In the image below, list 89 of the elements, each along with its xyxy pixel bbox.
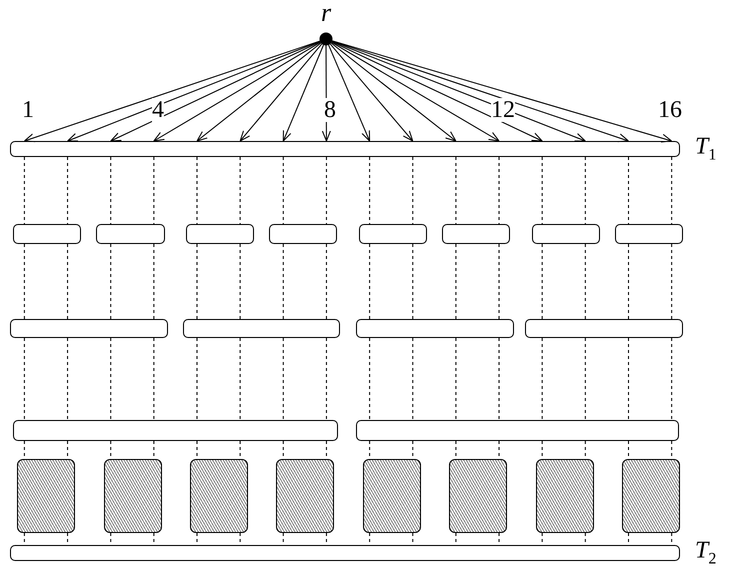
dashed-line — [498, 156, 500, 224]
dashed-line — [584, 244, 586, 320]
dashed-line — [326, 244, 327, 320]
node-label: r — [320, 0, 332, 26]
dashed-line — [196, 338, 198, 420]
rounded-box — [10, 319, 168, 338]
position-number: 8 — [324, 98, 336, 122]
rounded-box — [269, 224, 337, 244]
dashed-line — [24, 338, 25, 420]
dashed-line — [542, 338, 543, 420]
dashed-line — [671, 156, 672, 224]
dashed-line — [240, 244, 241, 320]
rounded-box — [356, 420, 679, 441]
arrow — [282, 44, 324, 142]
arrow — [196, 42, 322, 142]
dashed-line — [67, 338, 68, 420]
dashed-line — [67, 244, 68, 320]
dashed-line — [153, 338, 154, 420]
dashed-line — [24, 156, 25, 224]
arrow — [330, 43, 414, 142]
arrow — [24, 40, 320, 142]
dashed-line — [412, 244, 414, 320]
dashed-line — [628, 244, 629, 320]
dashed-line — [240, 338, 241, 420]
dashed-line — [196, 156, 198, 224]
arrow — [330, 42, 456, 142]
bar-label: T$_{2}$ — [695, 538, 716, 567]
rounded-box — [442, 224, 510, 244]
dashed-line — [498, 244, 500, 320]
arrow — [153, 42, 321, 142]
dashed-line — [282, 244, 284, 320]
rounded-box — [525, 319, 683, 338]
arrow — [331, 41, 543, 142]
arrow — [67, 40, 320, 142]
dashed-line — [282, 338, 284, 420]
hatched-box — [622, 459, 680, 533]
dashed-line — [67, 156, 68, 224]
rounded-box — [532, 224, 600, 244]
hatched-box — [17, 459, 75, 533]
position-number: 4 — [152, 98, 164, 122]
dashed-line — [240, 156, 241, 224]
dashed-line — [153, 244, 154, 320]
hatched-box — [276, 459, 334, 533]
dashed-line — [671, 244, 672, 320]
dashed-line — [110, 338, 112, 420]
dashed-line — [498, 338, 500, 420]
hatched-box — [536, 459, 594, 533]
hatched-box — [104, 459, 162, 533]
dashed-line — [153, 156, 154, 224]
arrow — [240, 43, 322, 142]
arrow — [110, 41, 321, 142]
dashed-line — [584, 338, 586, 420]
bar-label: T$_{1}$ — [695, 134, 716, 164]
dashed-line — [584, 156, 586, 224]
dashed-line — [542, 244, 543, 320]
dashed-line — [412, 338, 414, 420]
dashed-line — [628, 338, 629, 420]
dashed-line — [369, 244, 370, 320]
rounded-box — [13, 420, 338, 441]
dashed-line — [542, 156, 543, 224]
rounded-box — [356, 319, 514, 338]
arrow — [322, 45, 331, 142]
dashed-line — [110, 156, 112, 224]
arrow — [328, 44, 370, 142]
rounded-box — [13, 224, 81, 244]
rounded-box — [183, 319, 340, 338]
dashed-line — [628, 156, 629, 224]
position-number: 12 — [491, 98, 515, 122]
hatched-box — [363, 459, 421, 533]
rounded-box — [615, 224, 683, 244]
dashed-line — [412, 156, 414, 224]
dashed-line — [326, 338, 327, 420]
dashed-line — [196, 244, 198, 320]
dashed-line — [24, 244, 25, 320]
rounded-box — [96, 224, 165, 244]
dashed-line — [369, 156, 370, 224]
dashed-line — [369, 338, 370, 420]
dashed-line — [455, 338, 456, 420]
hatched-box — [190, 459, 248, 533]
dashed-line — [282, 156, 284, 224]
dashed-line — [671, 338, 672, 420]
dashed-line — [455, 156, 456, 224]
rounded-box — [359, 224, 427, 244]
dashed-line — [455, 244, 456, 320]
arrow — [331, 42, 500, 142]
rounded-box — [186, 224, 254, 244]
dashed-line — [110, 244, 112, 320]
hatched-box — [449, 459, 507, 533]
dashed-line — [326, 156, 327, 224]
